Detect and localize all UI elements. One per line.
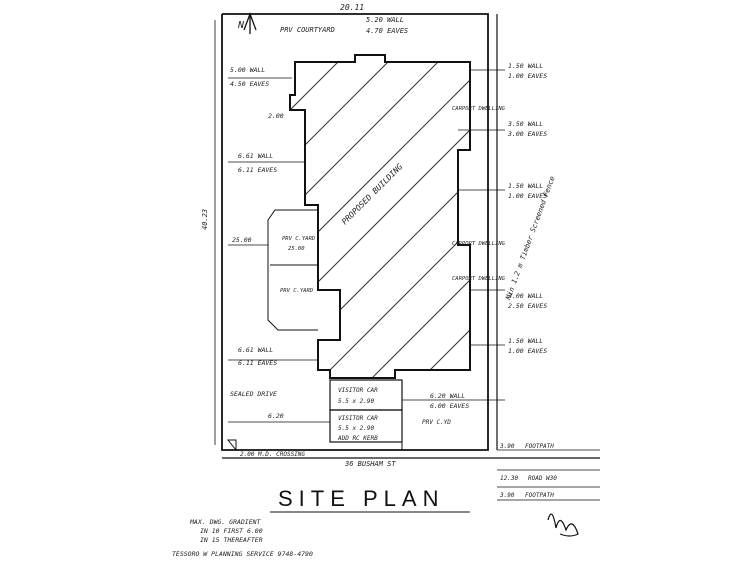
footpath-top-value: 3.90 — [499, 443, 515, 450]
left-wall-top: 5.00 WALL — [230, 66, 265, 74]
prv-cyd-bottom: PRV C.YD — [422, 419, 451, 426]
note-line-4: TESSORO W PLANNING SERVICE 9748-4790 — [172, 550, 313, 558]
small-setback-dim: 2.00 — [268, 112, 284, 120]
right-wall-1: 1.50 WALL — [508, 62, 543, 70]
note-line-2: IN 10 FIRST 6.00 — [200, 527, 263, 535]
carport-3: CARPORT DWELLING — [452, 276, 506, 282]
left-eaves-3: 6.11 EAVES — [238, 359, 277, 367]
visitor-car-2-note: ADD RC KERB — [337, 435, 378, 442]
visitor-car-1-bay — [329, 379, 403, 411]
right-wall-6: 6.20 WALL — [430, 392, 465, 400]
note-line-3: IN 15 THEREAFTER — [200, 536, 263, 544]
right-eaves-4: 2.50 EAVES — [508, 302, 547, 310]
carport-1: CARPORT DWELLING — [452, 106, 506, 112]
north-arrow-icon — [243, 12, 257, 34]
right-wall-3: 1.50 WALL — [508, 182, 543, 190]
right-wall-2: 3.50 WALL — [507, 120, 543, 128]
right-eaves-1: 1.00 EAVES — [508, 72, 547, 80]
visitor-car-2: VISITOR CAR — [338, 415, 378, 422]
building-label: PROPOSED BUILDING — [340, 162, 404, 226]
footpath-top: FOOTPATH — [525, 443, 554, 450]
right-eaves-2: 3.00 EAVES — [507, 130, 547, 138]
top-width-dim: 20.11 — [340, 3, 364, 12]
signature-mark — [547, 513, 579, 537]
prv-court-1-size: 25.00 — [288, 246, 305, 252]
sealed-drive: SEALED DRIVE — [230, 390, 277, 398]
road-value: 12.30 — [500, 475, 518, 482]
visitor-car-1-size: 5.5 x 2.90 — [338, 398, 375, 405]
footpath-bottom: FOOTPATH — [525, 492, 554, 499]
right-eaves-3: 1.00 EAVES — [508, 192, 547, 200]
crossing-label: 2.00 M.D. CROSSING — [240, 451, 305, 458]
visitor-car-2-size: 5.5 x 2.90 — [338, 425, 375, 432]
right-wall-4: 3.00 WALL — [507, 292, 543, 300]
right-eaves-5: 1.00 EAVES — [508, 347, 547, 355]
top-wall-label: 5.20 WALL — [366, 16, 404, 24]
left-eaves-2: 6.11 EAVES — [238, 166, 277, 174]
note-line-1: MAX. DWG. GRADIENT — [189, 518, 262, 526]
footpath-bottom-value: 3.90 — [499, 492, 515, 499]
prv-court-1: PRV C.YARD — [282, 236, 316, 242]
visitor-car-1: VISITOR CAR — [338, 387, 378, 394]
road-label: ROAD W30 — [528, 475, 557, 482]
prv-court-2: PRV C.YARD — [280, 288, 314, 294]
carport-2: CARPORT DWELLING — [452, 241, 506, 247]
left-wall-3: 6.61 WALL — [238, 346, 273, 354]
top-eaves-label: 4.70 EAVES — [366, 27, 408, 35]
side-depth-dim: 40.23 — [201, 209, 209, 230]
page-title: SITE PLAN — [278, 486, 444, 511]
courtyard-label: PRV COURTYARD — [280, 26, 335, 34]
setback-left-mid: 25.00 — [232, 236, 252, 244]
courtyard-outline — [267, 209, 318, 331]
right-eaves-6: 6.00 EAVES — [430, 402, 469, 410]
right-wall-5: 1.50 WALL — [508, 337, 543, 345]
street-label: 36 BUSHAM ST — [344, 460, 396, 468]
north-label: N — [237, 20, 245, 31]
visitor-parking-width: 6.20 — [268, 412, 284, 420]
proposed-building — [289, 54, 471, 379]
left-eaves-top: 4.50 EAVES — [230, 80, 269, 88]
left-wall-2: 6.61 WALL — [238, 152, 273, 160]
site-boundary — [221, 13, 489, 451]
crossing-marker-icon — [226, 439, 237, 452]
